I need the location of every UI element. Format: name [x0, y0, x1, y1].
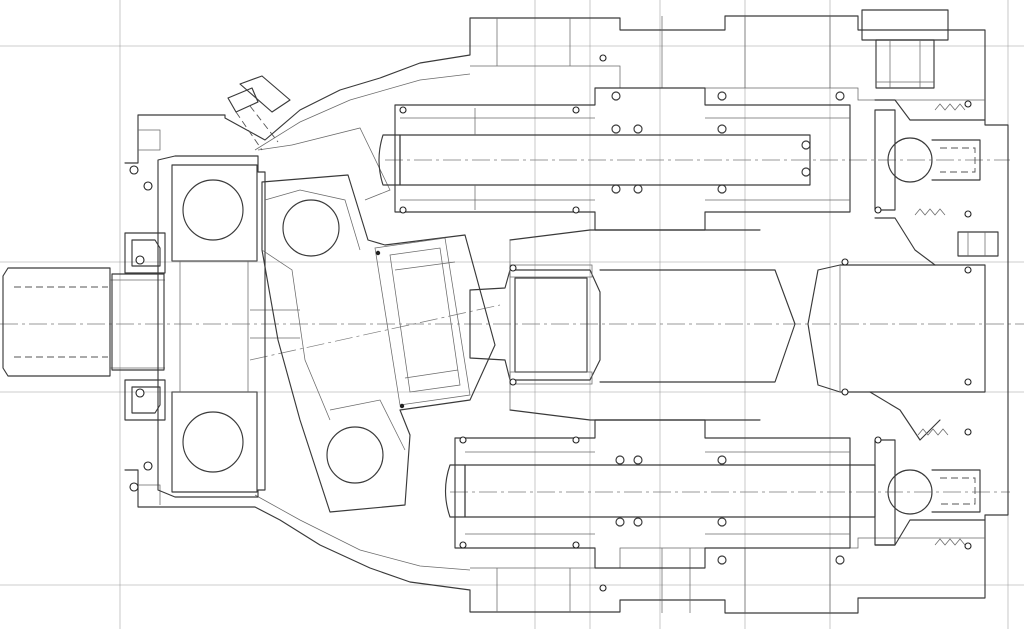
end-cap-valves: [841, 99, 999, 550]
cylinder-block: [469, 229, 986, 421]
centre-lines: [0, 159, 1024, 493]
swashplate-body: [257, 127, 496, 513]
upper-piston: [378, 54, 851, 231]
drive-shaft: [2, 267, 300, 377]
shaft-seal: [124, 165, 166, 492]
front-bearing: [157, 155, 266, 498]
stop-bolt: [227, 75, 291, 151]
top-plug: [861, 9, 949, 89]
